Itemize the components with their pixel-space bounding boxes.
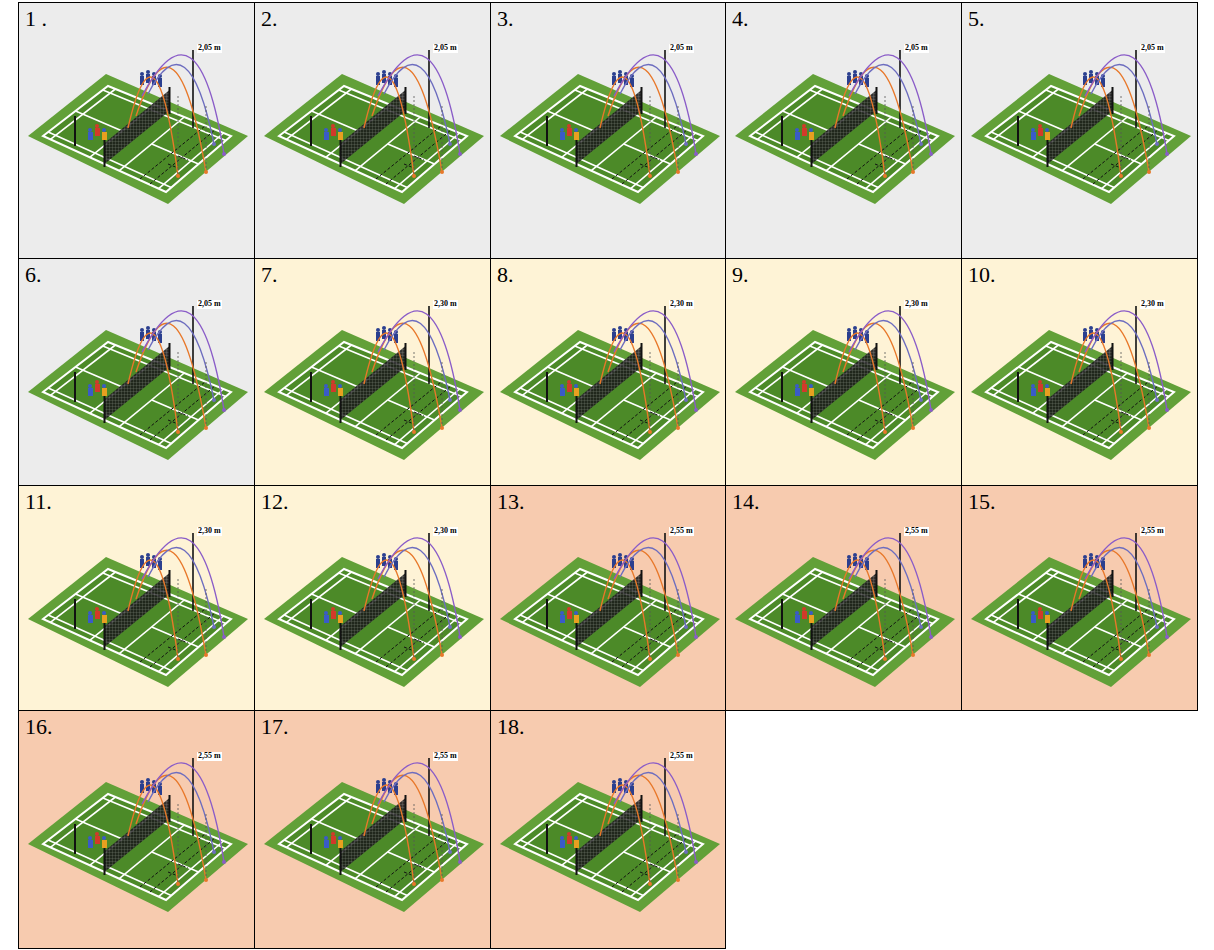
height-dimension: 2,05 m xyxy=(904,44,929,53)
table-cell: 9. xyxy=(725,258,962,486)
height-dimension: 2,55 m xyxy=(904,527,929,536)
panel-number: 17. xyxy=(255,711,490,740)
height-dimension: 2,05 m xyxy=(197,300,222,309)
height-dimension: 2,05 m xyxy=(1140,44,1165,53)
panel-number: 15. xyxy=(962,486,1197,515)
panel-number: 13. xyxy=(491,486,725,515)
panel-number: 18. xyxy=(491,711,725,740)
height-dimension: 2,55 m xyxy=(197,752,222,761)
height-dimension: 2,30 m xyxy=(433,300,458,309)
height-dimension: 2,55 m xyxy=(433,752,458,761)
table-cell: 8. xyxy=(490,258,726,486)
cell-grounds xyxy=(18,2,1197,948)
height-dimension: 2,30 m xyxy=(904,300,929,309)
height-dimension: 2,30 m xyxy=(1140,300,1165,309)
panel-number: 7. xyxy=(255,259,490,288)
panel-number: 4. xyxy=(726,3,961,32)
height-dimension: 2,30 m xyxy=(669,300,694,309)
table-cell: 17. xyxy=(254,710,491,949)
table-cell: 13. xyxy=(490,485,726,711)
table-cell: 1 . xyxy=(18,2,255,259)
panel-number: 1 . xyxy=(19,3,254,32)
panel-number: 12. xyxy=(255,486,490,515)
panel-number: 10. xyxy=(962,259,1197,288)
court-drawings xyxy=(28,50,1191,912)
panel-number: 16. xyxy=(19,711,254,740)
height-dimension: 2,55 m xyxy=(669,752,694,761)
panel-number: 6. xyxy=(19,259,254,288)
table-cell: 4. xyxy=(725,2,962,259)
height-dimension: 2,30 m xyxy=(433,527,458,536)
panel-number: 14. xyxy=(726,486,961,515)
table-cell: 3. xyxy=(490,2,726,259)
table-cell: 10. xyxy=(961,258,1198,486)
panel-number: 11. xyxy=(19,486,254,515)
height-dimension: 2,05 m xyxy=(197,44,222,53)
panel-number: 5. xyxy=(962,3,1197,32)
table-cell: 7. xyxy=(254,258,491,486)
table-cell: 16. xyxy=(18,710,255,949)
height-dimension: 2,55 m xyxy=(669,527,694,536)
height-dimension: 2,05 m xyxy=(669,44,694,53)
table-cell: 15. xyxy=(961,485,1198,711)
table-cell: 11. xyxy=(18,485,255,711)
height-dimension: 2,05 m xyxy=(433,44,458,53)
table-cell: 5. xyxy=(961,2,1198,259)
table-cell: 12. xyxy=(254,485,491,711)
height-dimension: 2,55 m xyxy=(1140,527,1165,536)
panel-number: 3. xyxy=(491,3,725,32)
panel-number: 2. xyxy=(255,3,490,32)
table-cell: 14. xyxy=(725,485,962,711)
table-cell: 2. xyxy=(254,2,491,259)
table-cell: 18. xyxy=(490,710,726,949)
height-dimension: 2,30 m xyxy=(197,527,222,536)
table-cell: 6. xyxy=(18,258,255,486)
panel-number: 8. xyxy=(491,259,725,288)
panel-number: 9. xyxy=(726,259,961,288)
